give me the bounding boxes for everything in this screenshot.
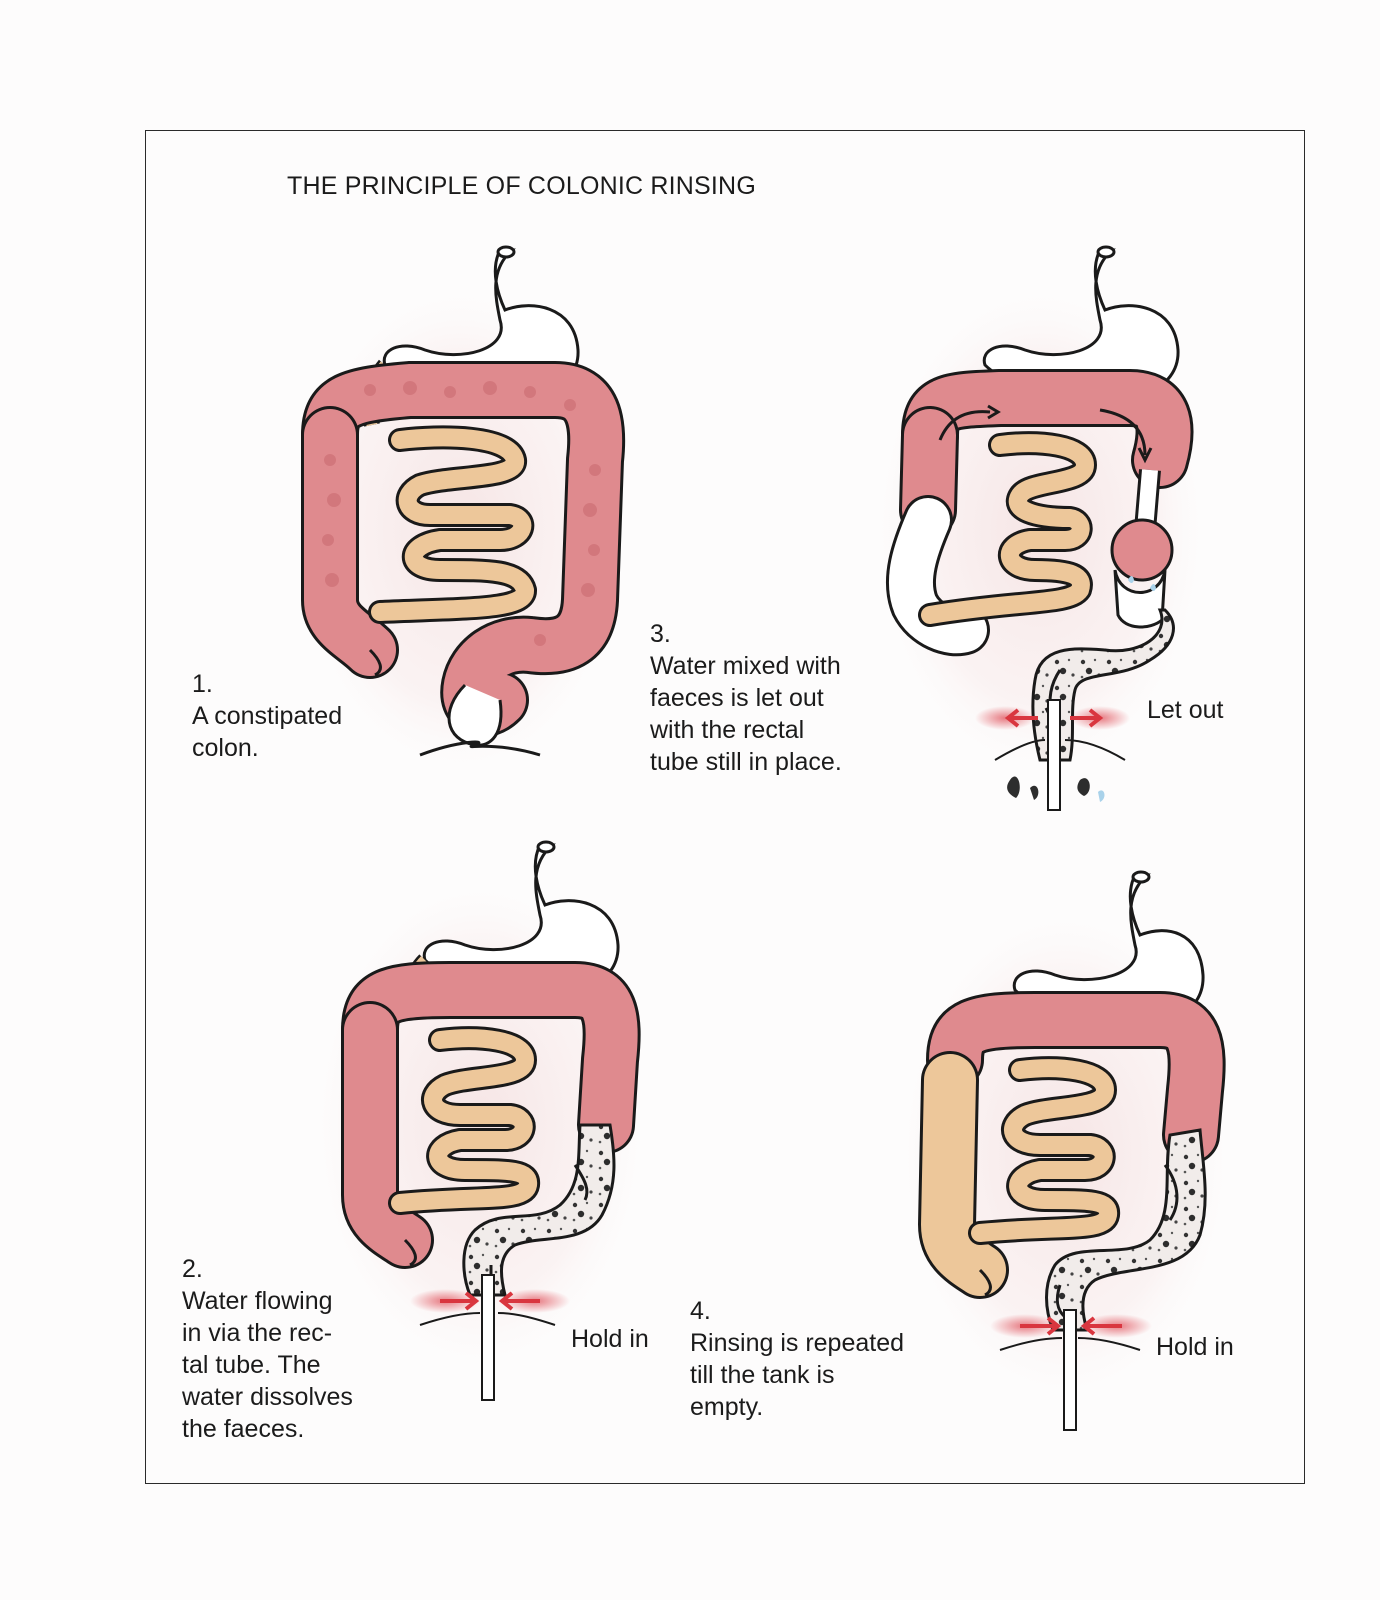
panel-2-caption-line: Water flowing: [182, 1287, 333, 1315]
panel-3-caption-line: faeces is let out: [650, 684, 824, 712]
panel-2-caption: 2. Water flowing in via the rec- tal tub…: [182, 1253, 353, 1445]
panel-3-caption-line: Water mixed with: [650, 652, 841, 680]
panel-3-caption-line: with the rectal: [650, 716, 805, 744]
panel-2-figure: [310, 835, 650, 1425]
panel-2-tag: Hold in: [571, 1325, 649, 1353]
panel-4-caption-line: Rinsing is repeated: [690, 1329, 905, 1357]
panel-4-caption-line: empty.: [690, 1393, 764, 1421]
panel-3-caption: 3. Water mixed with faeces is let out wi…: [650, 618, 842, 778]
panel-3-figure: [870, 240, 1210, 820]
panel-3-caption-line: tube still in place.: [650, 748, 842, 776]
panel-1-caption-line: colon.: [192, 734, 259, 762]
panel-2-caption-line: water dissolves: [182, 1383, 353, 1411]
panel-3-tag: Let out: [1147, 696, 1224, 724]
panel-4-caption-line: till the tank is: [690, 1361, 835, 1389]
panel-1-number: 1.: [192, 670, 213, 698]
panel-3-number: 3.: [650, 620, 671, 648]
panel-2-caption-line: the faeces.: [182, 1415, 305, 1443]
panel-1-caption-line: A constipated: [192, 702, 343, 730]
panel-4-caption: 4. Rinsing is repeated till the tank is …: [690, 1295, 904, 1423]
panel-1-caption: 1. A constipated colon.: [192, 668, 342, 764]
panel-2-number: 2.: [182, 1255, 203, 1283]
panel-2-caption-line: tal tube. The: [182, 1351, 321, 1379]
panel-4-number: 4.: [690, 1297, 711, 1325]
panel-4-figure: [895, 865, 1235, 1445]
panel-2-caption-line: in via the rec-: [182, 1319, 333, 1347]
diagram-frame: [145, 130, 1305, 1484]
panel-1-figure: [290, 240, 630, 780]
panel-4-tag: Hold in: [1156, 1333, 1234, 1361]
diagram-title: THE PRINCIPLE OF COLONIC RINSING: [287, 172, 756, 200]
